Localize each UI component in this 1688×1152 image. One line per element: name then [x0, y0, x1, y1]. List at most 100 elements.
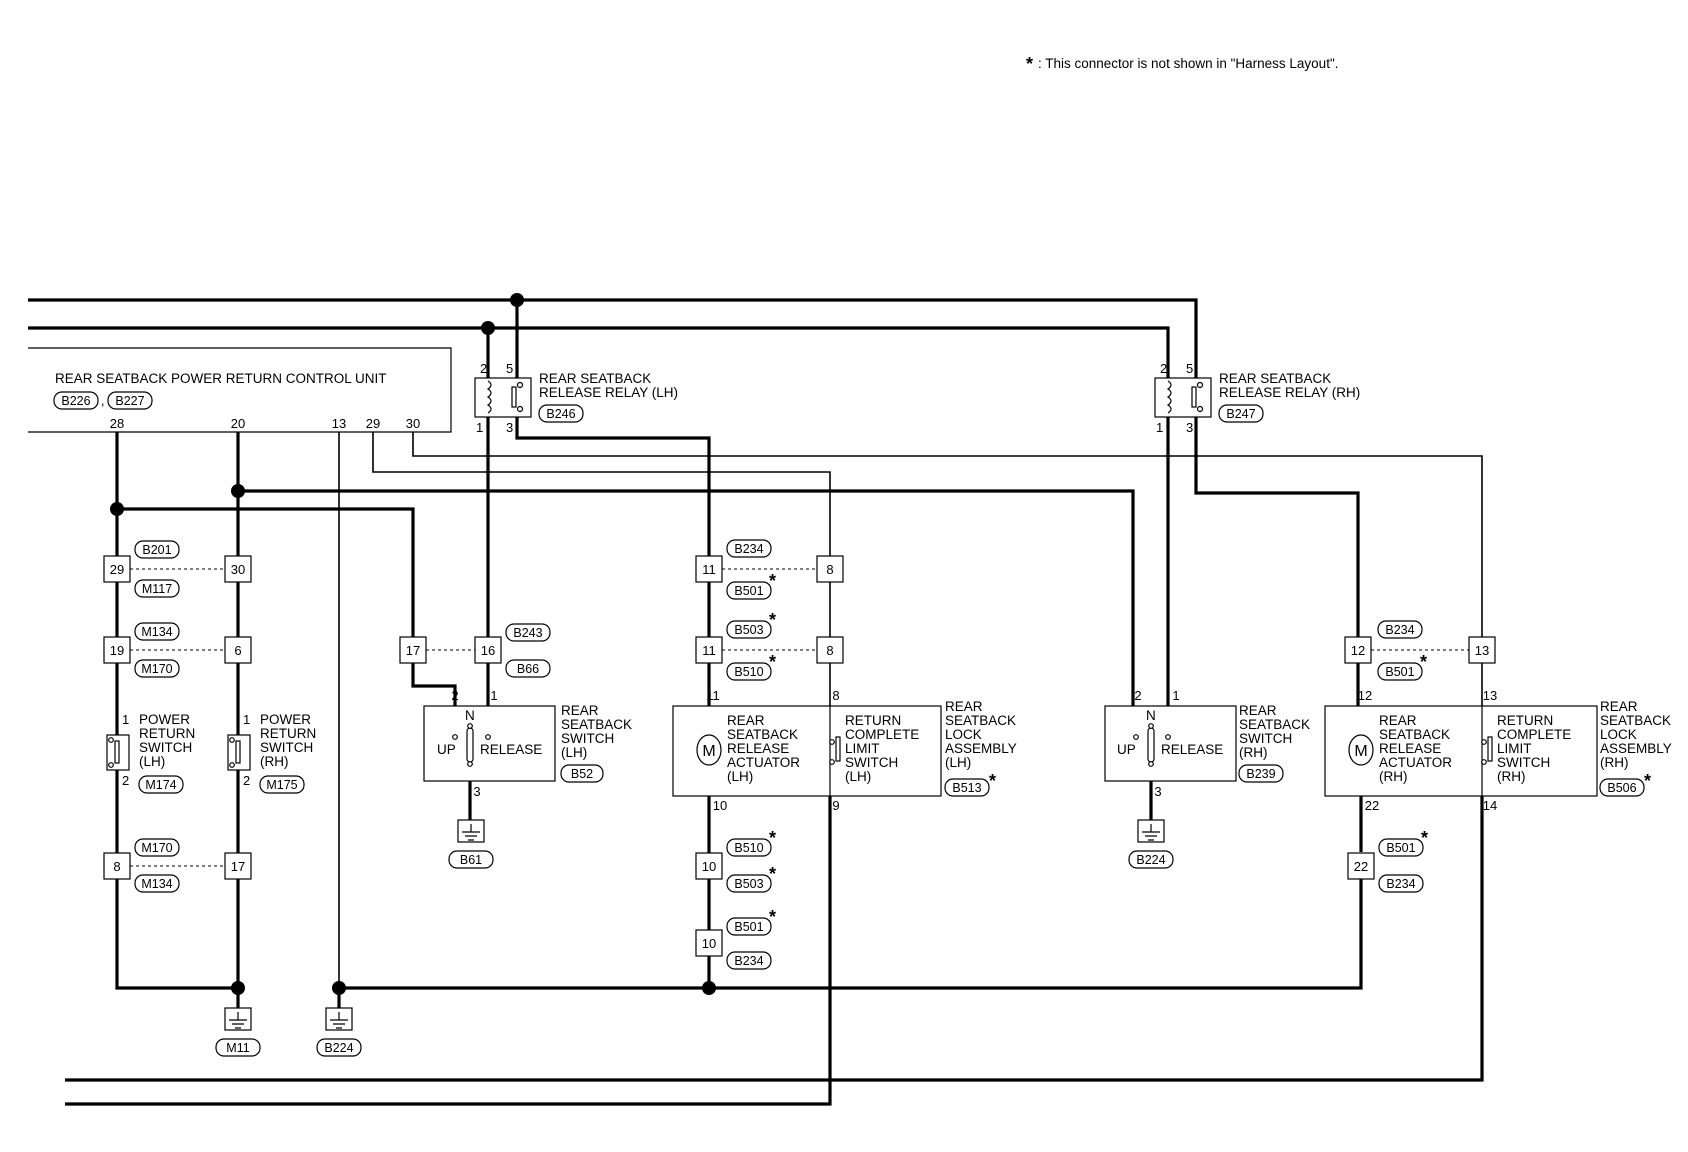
terminal-number: 29: [110, 562, 124, 577]
connector-tag-oval: [134, 874, 180, 893]
pin-label: 29: [366, 416, 380, 431]
connector-tag-oval: [107, 391, 153, 410]
terminal-number: 8: [113, 859, 120, 874]
junction-connector-17-16: 17 16 B243 B66: [399, 623, 551, 678]
pin-label: 22: [1365, 798, 1379, 813]
lock-rh-name: ASSEMBLY: [1600, 741, 1672, 756]
rear-seatback-switch-lh: 2 1 3 N UP RELEASE REAR SEATBACK SWITCH …: [423, 688, 632, 799]
pin-label: 5: [506, 361, 513, 376]
pin-label: 2: [1134, 688, 1141, 703]
pin-label: 9: [832, 798, 839, 813]
relay-rh-name: REAR SEATBACK: [1219, 371, 1331, 386]
connector-tag-oval: [1378, 874, 1424, 893]
splice-point: [481, 321, 495, 335]
pin-label: 2: [1160, 361, 1167, 376]
connector-tag-oval: [134, 659, 180, 678]
connector-tag-oval: [1378, 838, 1424, 857]
connector-tag: B226: [61, 394, 90, 408]
actuator-rh-name: REAR: [1379, 713, 1417, 728]
actuator-rh-name: ACTUATOR: [1379, 755, 1452, 770]
terminal-box: [816, 636, 844, 664]
motor-icon: [696, 734, 722, 766]
limit-switch-rh-name: (RH): [1497, 769, 1526, 784]
switch-lh-name: SEATBACK: [561, 717, 632, 732]
relay-contact-terminal: [516, 381, 524, 389]
wire-cu-28: [115, 432, 238, 990]
actuator-lh-name: ACTUATOR: [727, 755, 800, 770]
switch-terminal: [108, 737, 114, 743]
terminal-box: [224, 852, 252, 880]
terminal-box: [224, 636, 252, 664]
note-star: *: [1026, 54, 1033, 74]
limit-switch-contact-icon: [1487, 736, 1493, 762]
switch-terminal: [485, 734, 491, 740]
relay-coil-icon: [1166, 380, 1172, 414]
connector-tag: B234: [1386, 877, 1415, 891]
motor-icon: [1348, 734, 1374, 766]
switch-name: (LH): [139, 754, 165, 769]
connector-tag-oval: [505, 623, 551, 642]
pin-label: 30: [406, 416, 420, 431]
pin-label: 2: [480, 361, 487, 376]
connector-tag-oval: [316, 1038, 362, 1057]
relay-contact-terminal: [516, 405, 524, 413]
connector-tag-oval: [138, 775, 184, 794]
pin-label: 28: [110, 416, 124, 431]
connector-tag-oval: [1238, 764, 1284, 783]
terminal-box: [224, 555, 252, 583]
switch-name: POWER: [139, 712, 190, 727]
relay-contact-terminal: [1196, 381, 1204, 389]
lock-lh-name: (LH): [945, 755, 971, 770]
actuator-lh-name: SEATBACK: [727, 727, 798, 742]
relay-lh: 2 5 1 3 REAR SEATBACK RELEASE RELAY (LH)…: [474, 361, 678, 435]
terminal-number: 17: [406, 643, 420, 658]
power-return-switch-rh: 1 2 POWER RETURN SWITCH (RH) M175: [227, 712, 316, 794]
connector-tag: M174: [145, 778, 176, 792]
pin-label: 2: [243, 773, 250, 788]
limit-switch-lh-name: SWITCH: [845, 755, 898, 770]
lock-lh-name: ASSEMBLY: [945, 741, 1017, 756]
switch-position-up: UP: [437, 742, 456, 757]
actuator-lh-name: REAR: [727, 713, 765, 728]
connector-tag-oval: [134, 540, 180, 559]
connector-tag: B501: [734, 584, 763, 598]
connector-tag: B239: [1246, 767, 1275, 781]
lock-lh-name: REAR: [945, 699, 983, 714]
pin-label: 13: [332, 416, 346, 431]
pin-label: 12: [1358, 688, 1372, 703]
terminal-box: [1344, 636, 1372, 664]
terminal-box: [474, 636, 502, 664]
connector-tag: M170: [141, 662, 172, 676]
switch-position-n: N: [465, 708, 475, 723]
connector-tag: B510: [734, 665, 763, 679]
switch-rh-name: REAR: [1239, 703, 1277, 718]
terminal-box: [816, 555, 844, 583]
ground-icon: [1142, 824, 1160, 841]
limit-switch-rh-name: SWITCH: [1497, 755, 1550, 770]
connector-tag: B503: [734, 877, 763, 891]
switch-rh-body: [1104, 705, 1237, 782]
junction-connector-29-30: 29 30 B201 M117: [103, 540, 252, 598]
junction-connector-19-6: 19 6 M134 M170: [103, 622, 252, 678]
lock-rh-name: SEATBACK: [1600, 713, 1671, 728]
not-in-layout-star: *: [1420, 652, 1427, 672]
terminal-number: 13: [1475, 643, 1489, 658]
connector-tag-oval: [726, 951, 772, 970]
pin-label: 8: [832, 688, 839, 703]
limit-switch-rh-name: COMPLETE: [1497, 727, 1571, 742]
connector-separator: ,: [101, 394, 104, 408]
pin-label: 1: [1156, 420, 1163, 435]
connector-tag-oval: [726, 620, 772, 639]
pin-label: 3: [473, 784, 480, 799]
connector-tag: M170: [141, 841, 172, 855]
switch-name: (RH): [260, 754, 289, 769]
connector-tag: B501: [1385, 665, 1414, 679]
connector-tag: B501: [1386, 841, 1415, 855]
switch-body: [106, 734, 130, 771]
connector-tag-oval: [726, 838, 772, 857]
relay-contact-icon: [511, 386, 517, 408]
switch-lh-name: REAR: [561, 703, 599, 718]
lock-assembly-rh: M 12 13 22 14 REAR SEATBACK RELEASE ACTU…: [1324, 688, 1672, 813]
junction-connector-11-8-a: 11 8 B234 B501 *: [695, 539, 844, 600]
